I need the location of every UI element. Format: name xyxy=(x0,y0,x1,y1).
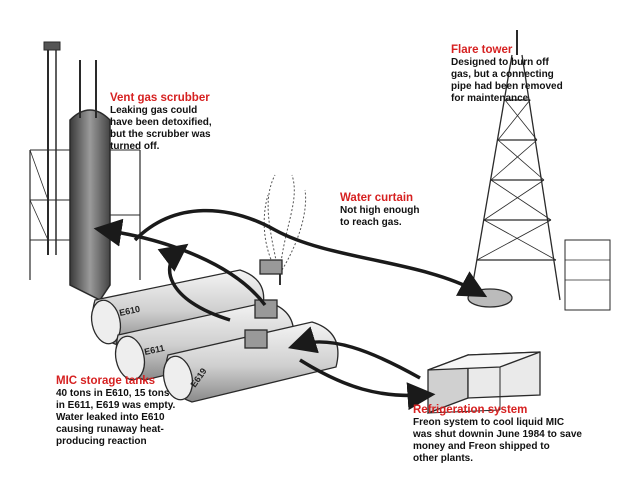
mic-storage-callout: MIC storage tanks 40 tons in E610, 15 to… xyxy=(56,375,175,448)
refrigeration-description: Freon system to cool liquid MIC was shut… xyxy=(413,417,582,464)
mic-storage-description: 40 tons in E610, 15 tons in E611, E619 w… xyxy=(56,388,176,447)
tank-label-e610: E610 xyxy=(118,304,141,318)
water-curtain-title: Water curtain xyxy=(340,192,414,204)
flare-tower-description: Designed to burn off gas, but a connecti… xyxy=(451,57,563,104)
tank-e611: E611 xyxy=(114,301,295,381)
water-curtain-callout: Water curtain Not high enough to reach g… xyxy=(340,192,419,229)
gas-flow-arrows xyxy=(93,208,488,411)
flare-tower-title: Flare tower xyxy=(451,44,513,56)
vent-scrubber-illustration xyxy=(29,41,141,301)
vent-scrubber-callout: Vent gas scrubber Leaking gas could have… xyxy=(110,92,212,153)
vent-scrubber-title: Vent gas scrubber xyxy=(110,92,210,104)
tank-e610: E610 xyxy=(90,269,265,346)
flare-tower-illustration xyxy=(467,30,611,311)
vent-scrubber-description: Leaking gas could have been detoxified, … xyxy=(110,105,212,152)
water-curtain-description: Not high enough to reach gas. xyxy=(340,205,420,228)
refrigeration-title: Refrigeration system xyxy=(413,404,528,416)
flare-tower-callout: Flare tower Designed to burn off gas, bu… xyxy=(451,44,563,105)
mic-storage-title: MIC storage tanks xyxy=(56,375,156,387)
refrigeration-callout: Refrigeration system Freon system to coo… xyxy=(413,404,582,465)
tank-label-e611: E611 xyxy=(143,343,165,357)
water-curtain-illustration xyxy=(263,174,307,285)
